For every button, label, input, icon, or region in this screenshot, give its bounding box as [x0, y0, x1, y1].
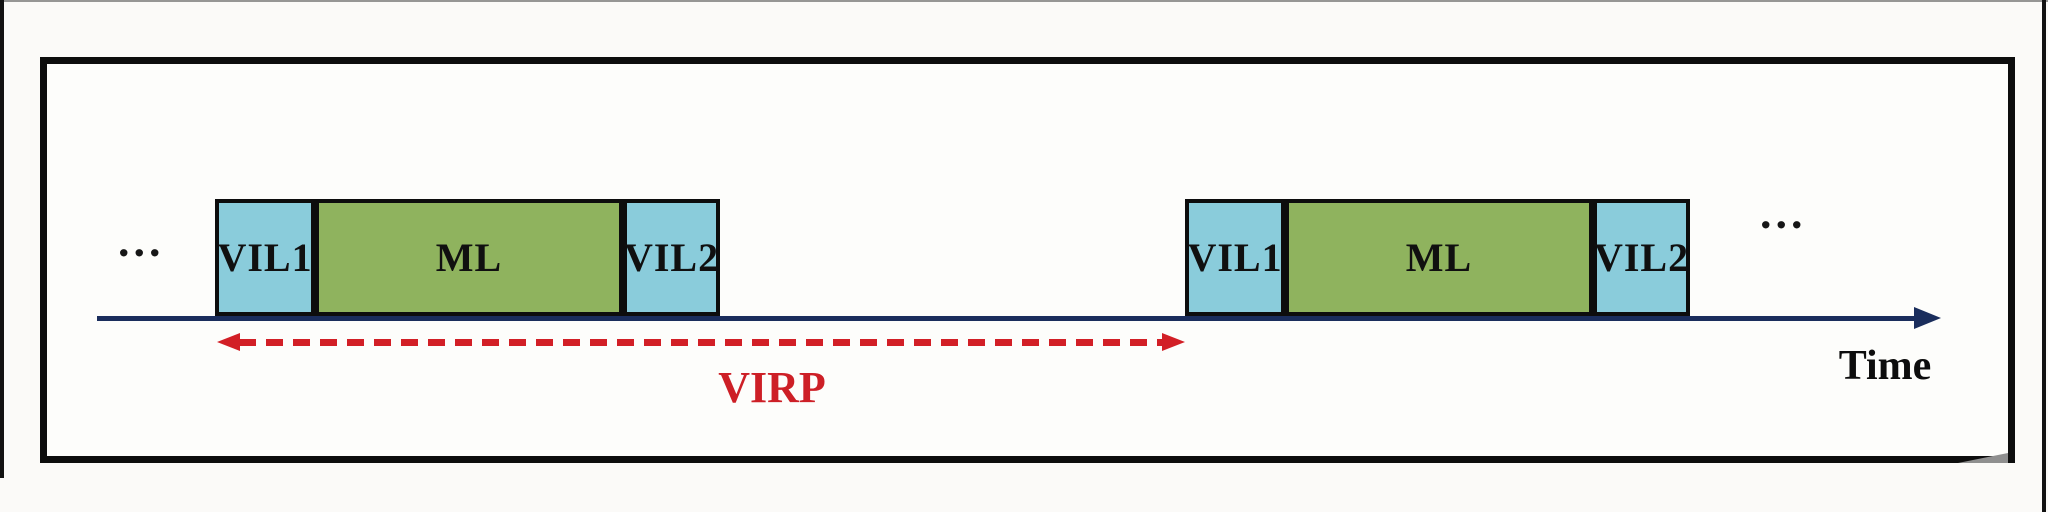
ellipsis-right: ...	[1760, 187, 1807, 238]
frame2-vil1-block: VIL1	[1185, 199, 1285, 316]
frame2-ml-block: ML	[1285, 199, 1593, 316]
frame-corner-artifact	[1958, 453, 2008, 463]
time-axis-line	[97, 316, 1917, 321]
screenshot-left-edge-line	[0, 0, 4, 478]
virp-right-arrowhead-icon	[1162, 333, 1185, 351]
frame1-ml-block: ML	[315, 199, 623, 316]
screenshot-top-edge-line	[0, 0, 2048, 2]
virp-left-arrowhead-icon	[217, 333, 240, 351]
frame1-vil2-block: VIL2	[623, 199, 720, 316]
screenshot-right-edge-line	[2042, 0, 2046, 512]
frame1-vil1-block: VIL1	[215, 199, 315, 316]
time-axis-arrowhead-icon	[1914, 307, 1941, 329]
virp-label: VIRP	[718, 363, 826, 412]
virp-dashed-span-line	[239, 339, 1163, 346]
frame2-vil2-block: VIL2	[1593, 199, 1690, 316]
time-axis-label: Time	[1838, 343, 1932, 389]
ellipsis-left: ...	[118, 215, 165, 266]
